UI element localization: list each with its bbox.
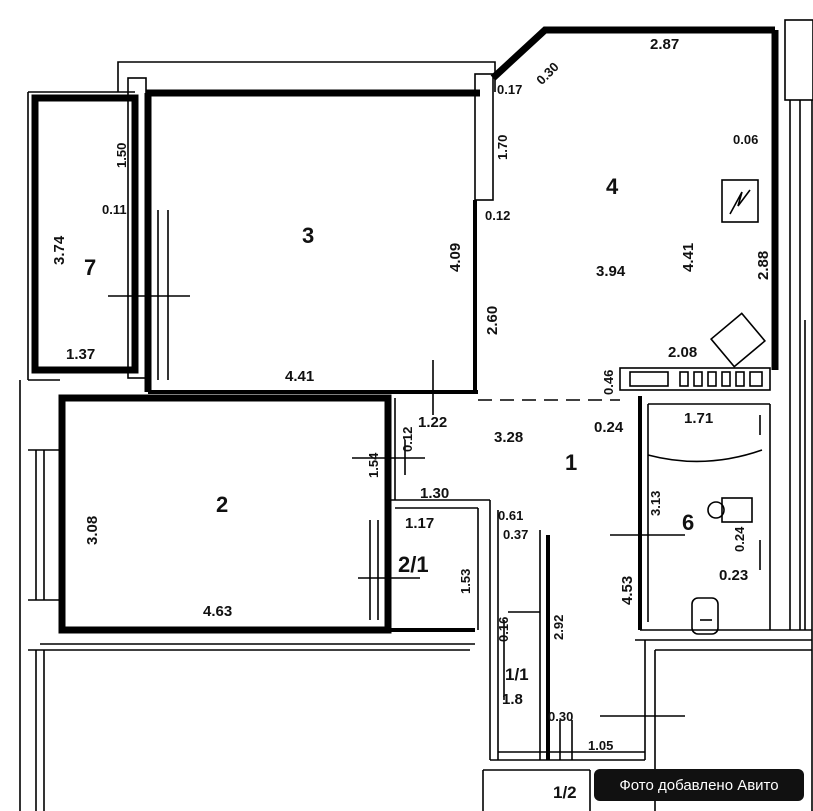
dim-3-08: 3.08 <box>84 516 101 545</box>
dim-0-06: 0.06 <box>733 132 758 147</box>
dim-3-74: 3.74 <box>51 235 68 265</box>
dim-4-09: 4.09 <box>447 243 464 272</box>
dim-0-16: 0.16 <box>496 617 511 642</box>
dim-0-24-top: 0.24 <box>594 419 624 436</box>
dim-2-88: 2.88 <box>755 251 772 280</box>
dim-0-24-bath: 0.24 <box>732 526 747 552</box>
room-labels: 1 2 2/1 3 4 6 7 1/1 1/2 <box>84 174 694 802</box>
dim-2-60: 2.60 <box>484 306 501 335</box>
dim-0-17: 0.17 <box>497 82 522 97</box>
dim-0-30-bottom: 0.30 <box>548 709 573 724</box>
dim-0-30-diag: 0.30 <box>533 59 562 88</box>
room-label-2-1: 2/1 <box>398 552 429 577</box>
watermark-badge: Фото добавлено Авито <box>594 769 804 801</box>
room-label-4: 4 <box>606 174 619 199</box>
dim-1-71: 1.71 <box>684 410 713 427</box>
room-label-2: 2 <box>216 492 228 517</box>
dim-0-23: 0.23 <box>719 567 748 584</box>
dim-1-17: 1.17 <box>405 515 434 532</box>
dim-4-53: 4.53 <box>619 576 636 605</box>
dim-0-12-door: 0.12 <box>400 427 415 452</box>
room-label-1-1: 1/1 <box>505 665 529 684</box>
dim-0-12: 0.12 <box>485 208 510 223</box>
dim-1-05: 1.05 <box>588 738 613 753</box>
dim-2-92: 2.92 <box>551 615 566 640</box>
dim-1-22: 1.22 <box>418 414 447 431</box>
dim-0-37: 0.37 <box>503 527 528 542</box>
dim-1-37: 1.37 <box>66 346 95 363</box>
dim-4-41-horizontal: 4.41 <box>285 368 314 385</box>
dim-3-94: 3.94 <box>596 263 626 280</box>
room-label-7: 7 <box>84 255 96 280</box>
dim-1-54: 1.54 <box>366 452 381 478</box>
room-label-1-2: 1/2 <box>553 783 577 802</box>
dim-3-28: 3.28 <box>494 429 523 446</box>
dim-1-70: 1.70 <box>495 135 510 160</box>
dim-0-61: 0.61 <box>498 508 523 523</box>
room-label-6: 6 <box>682 510 694 535</box>
room-label-1: 1 <box>565 450 577 475</box>
walls <box>19 19 813 811</box>
dim-1-8: 1.8 <box>502 691 523 708</box>
dim-2-87: 2.87 <box>650 36 679 53</box>
dim-0-46: 0.46 <box>601 370 616 395</box>
dim-4-41-vertical: 4.41 <box>680 243 697 272</box>
dimension-labels: 2.87 0.30 0.17 0.06 1.50 1.70 0.12 0.11 … <box>51 36 772 753</box>
dim-1-30: 1.30 <box>420 485 449 502</box>
dim-3-13: 3.13 <box>648 491 663 516</box>
dim-1-50: 1.50 <box>114 143 129 168</box>
dim-2-08: 2.08 <box>668 344 697 361</box>
dim-0-11: 0.11 <box>102 202 127 217</box>
room-label-3: 3 <box>302 223 314 248</box>
dim-1-53: 1.53 <box>458 569 473 594</box>
dim-4-63: 4.63 <box>203 603 232 620</box>
